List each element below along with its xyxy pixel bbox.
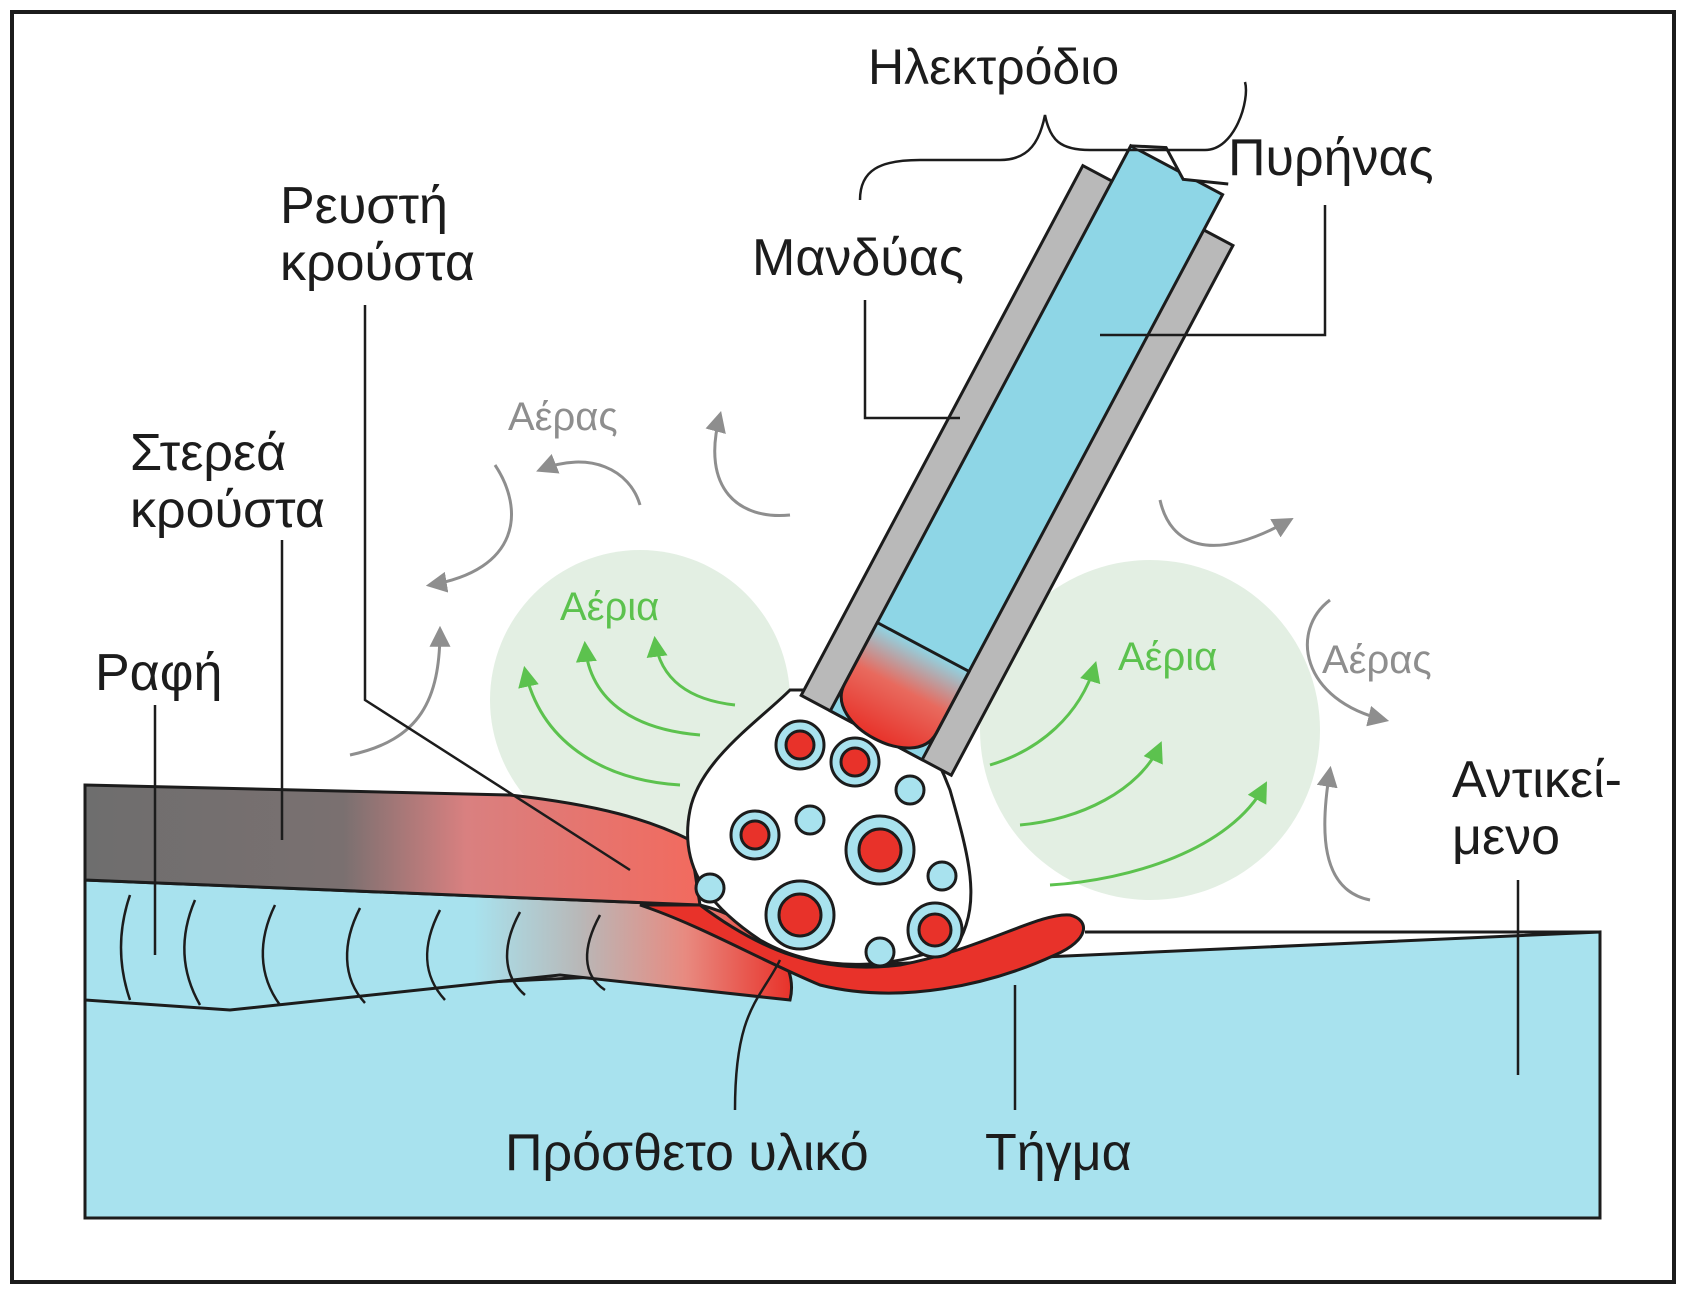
label-filler-material: Πρόσθετο υλικό (505, 1125, 869, 1182)
label-air-right: Αέρας (1322, 638, 1432, 682)
label-solid-slag: Στερεά κρούστα (130, 425, 325, 539)
label-gases-right: Αέρια (1118, 635, 1217, 679)
label-workpiece: Αντικεί- μενο (1452, 752, 1622, 866)
label-core: Πυρήνας (1228, 130, 1434, 187)
label-gases-left: Αέρια (560, 585, 659, 629)
label-melt: Τήγμα (985, 1125, 1132, 1182)
label-liquid-slag: Ρευστή κρούστα (280, 178, 475, 292)
label-seam: Ραφή (95, 645, 222, 702)
label-air-left: Αέρας (508, 395, 618, 439)
label-coating: Μανδύας (752, 230, 964, 287)
label-electrode: Ηλεκτρόδιο (868, 40, 1119, 95)
